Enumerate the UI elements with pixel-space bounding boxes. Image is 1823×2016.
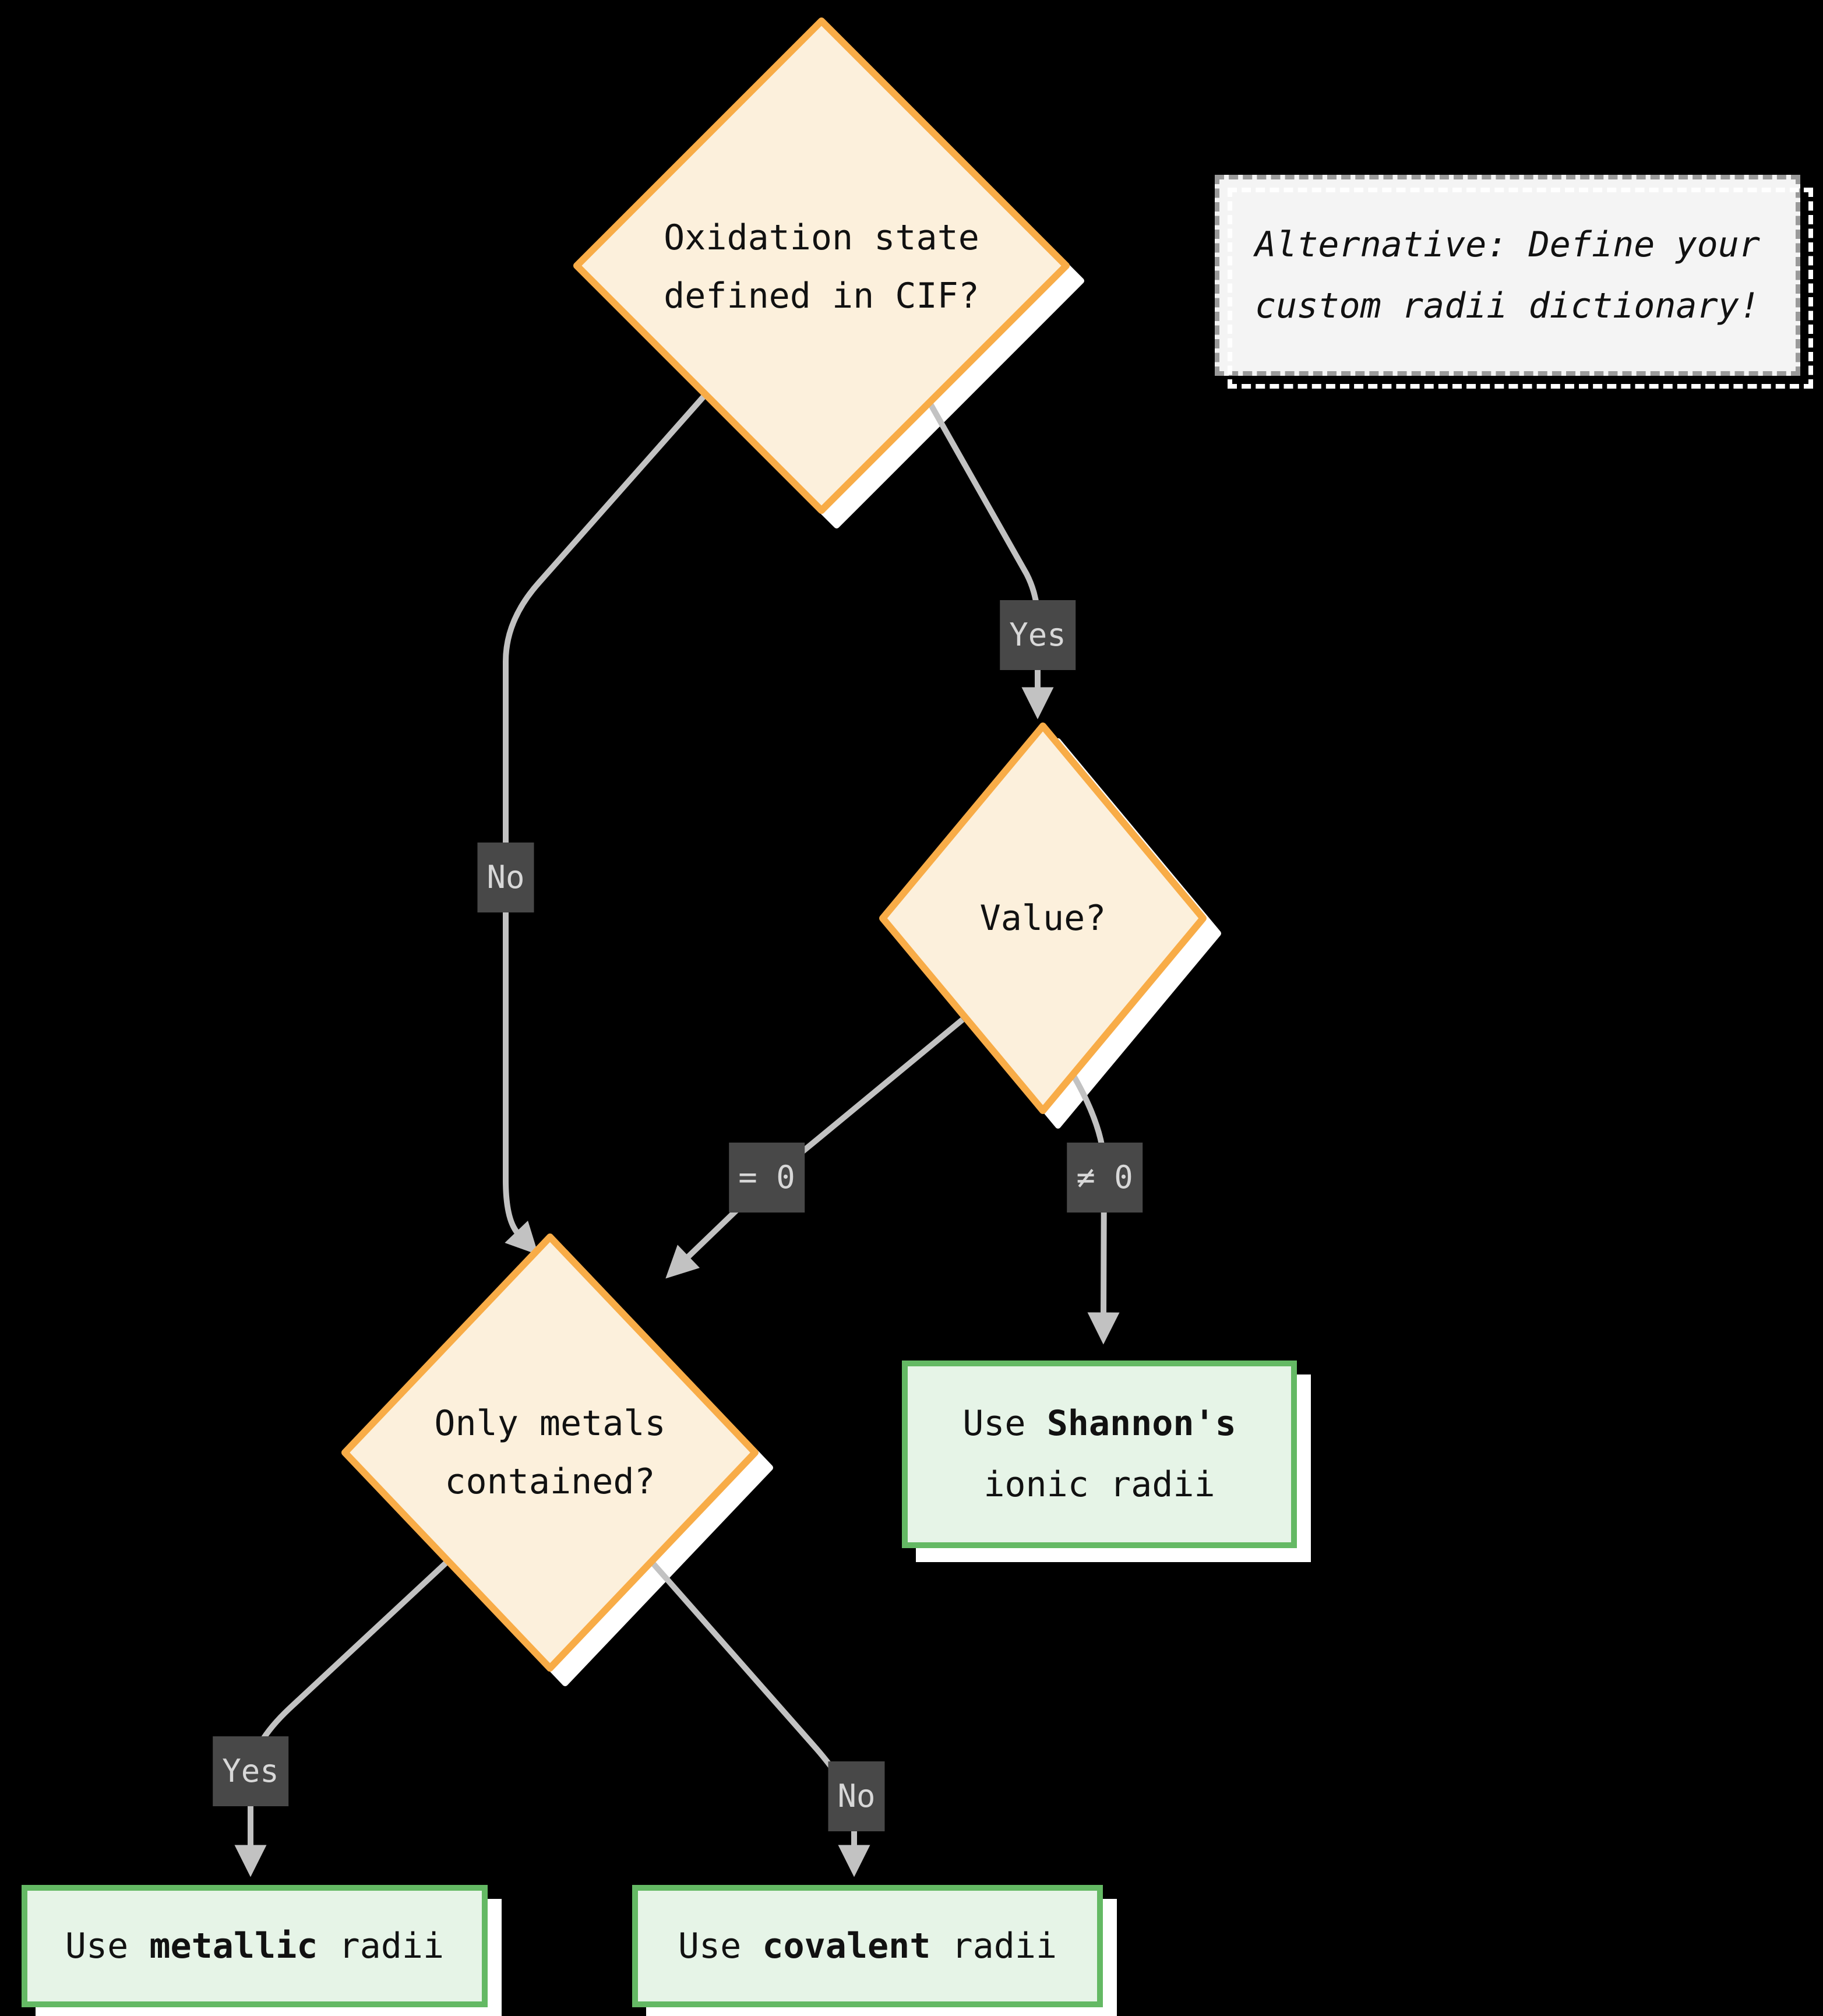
edge-value-eq-zero: [665, 1017, 965, 1279]
edge-label-metals-no: No: [828, 1761, 885, 1831]
edge-metals-no: [649, 1559, 870, 1877]
decision-value-diamond: [879, 722, 1207, 1114]
custom-radii-note: Alternative: Define your custom radii di…: [1215, 175, 1813, 389]
decision-only-metals-text: Only metals contained?: [434, 1403, 666, 1502]
result-shannon-text: Use Shannon's ionic radii: [962, 1403, 1236, 1505]
edge-label-cif-no: No: [477, 843, 534, 912]
decision-value-text: Value?: [979, 898, 1106, 939]
edge-label-cif-yes: Yes: [1000, 600, 1076, 670]
edge-cif-no: [503, 393, 707, 1255]
edge-label-value-neq-zero: ≠ 0: [1067, 1143, 1143, 1213]
result-covalent-text: Use covalent radii: [678, 1925, 1057, 1966]
edge-label-metals-yes: Yes: [213, 1736, 288, 1806]
result-shannon-ionic-radii: Use Shannon's ionic radii: [902, 1361, 1297, 1548]
result-covalent-radii: Use covalent radii: [632, 1885, 1103, 2007]
edge-label-value-eq-zero: = 0: [729, 1143, 805, 1213]
result-metallic-radii: Use metallic radii: [22, 1885, 488, 2007]
decision-oxidation-diamond: [573, 17, 1070, 514]
result-metallic-text: Use metallic radii: [65, 1925, 445, 1966]
decision-oxidation-text: Oxidation state defined in CIF?: [664, 217, 979, 316]
decision-only-metals-diamond: [341, 1233, 759, 1672]
